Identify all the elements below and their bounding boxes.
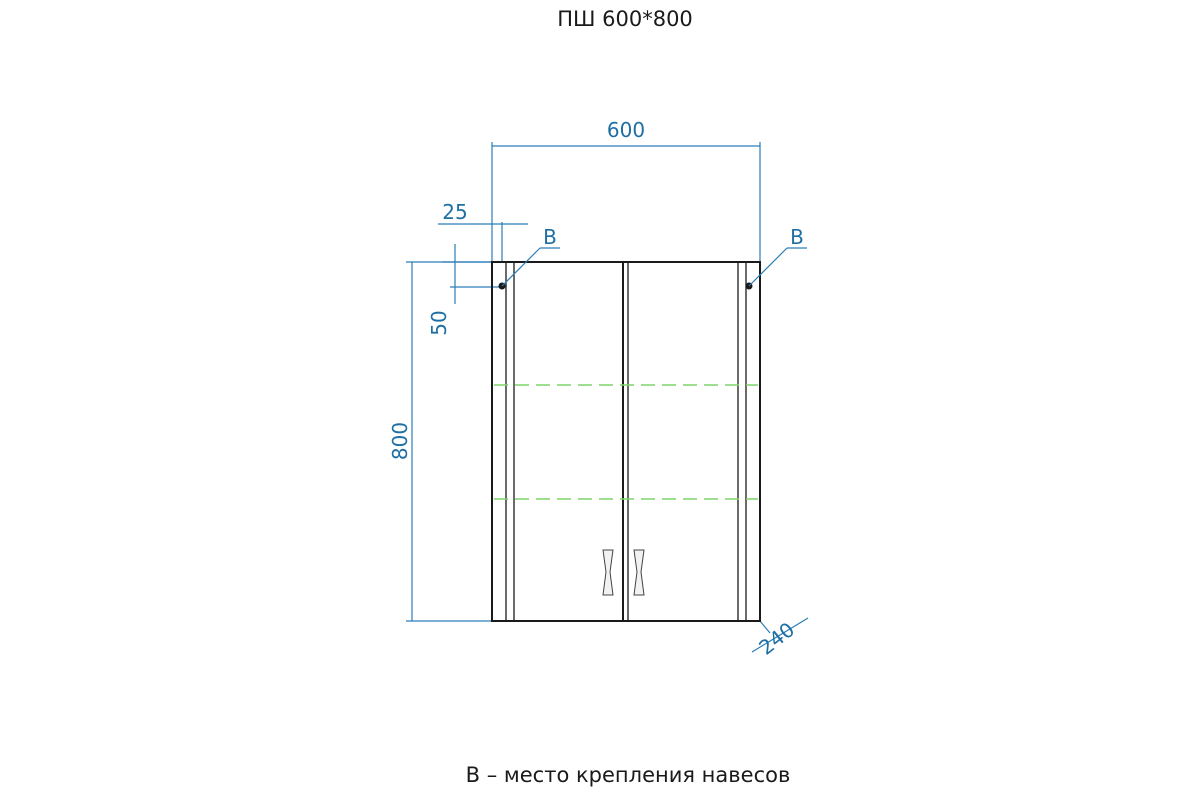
mount-point-right-label: B (790, 225, 804, 249)
mount-point-left-label: B (543, 225, 557, 249)
legend-caption: B – место крепления навесов (466, 763, 791, 787)
top-offset-dimension: 50 (427, 244, 502, 336)
width-dimension: 600 (491, 118, 761, 262)
depth-dimension: 240 (751, 617, 809, 660)
depth-dimension-label: 240 (754, 617, 799, 659)
door-handle-left (602, 549, 614, 596)
drawing-title: ПШ 600*800 (557, 7, 693, 31)
mount-point-left: B (498, 225, 560, 290)
width-dimension-label: 600 (607, 118, 645, 142)
height-dimension-label: 800 (388, 422, 412, 460)
side-offset-label: 25 (442, 200, 467, 224)
side-offset-dimension: 25 (438, 200, 528, 262)
cabinet-body (491, 261, 761, 622)
top-offset-label: 50 (427, 310, 451, 335)
door-handle-right (633, 549, 645, 596)
mount-point-right: B (745, 225, 807, 290)
height-dimension: 800 (388, 261, 492, 622)
